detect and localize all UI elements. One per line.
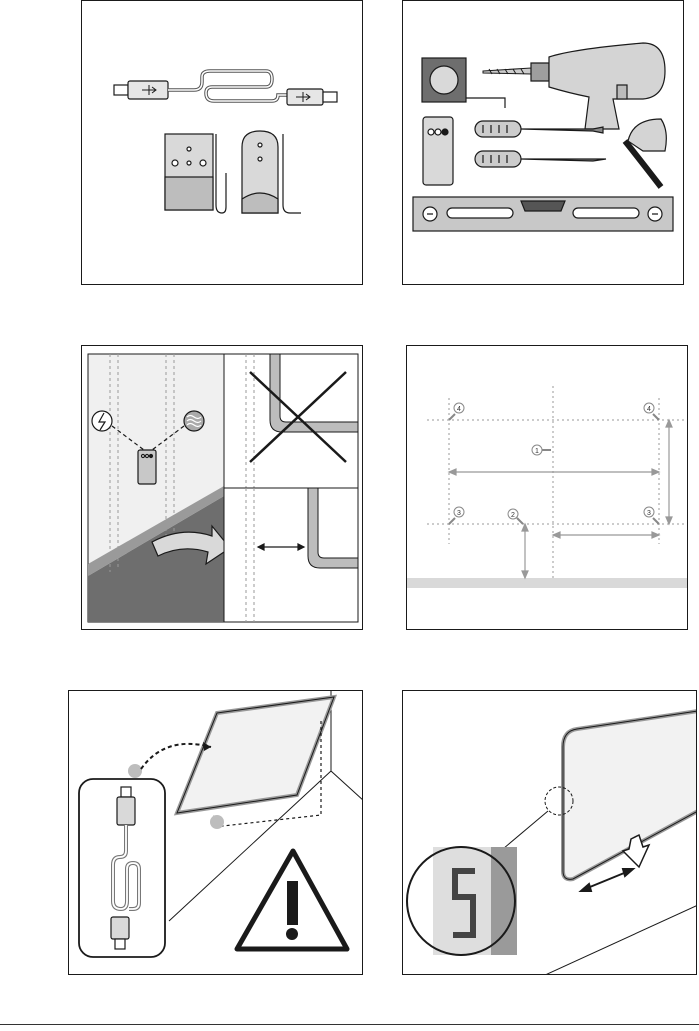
marker-label: 1	[535, 448, 539, 455]
marker-3-right: 3	[644, 507, 659, 524]
marker-label: 2	[511, 512, 515, 519]
marker-label: 3	[647, 510, 651, 517]
hang-heater-illustration	[403, 691, 697, 975]
warning-icon	[237, 851, 347, 949]
spirit-level-icon	[413, 197, 673, 231]
panel-connect-cable	[68, 690, 363, 975]
marker-4-left: 4	[449, 403, 464, 420]
flat-screwdriver-icon	[475, 121, 603, 137]
usb-cable-icon	[114, 71, 337, 105]
cable-brackets-illustration	[82, 1, 363, 285]
marker-2: 2	[508, 509, 523, 524]
wall-hook-icon	[242, 131, 301, 213]
phillips-screwdriver-icon	[475, 151, 606, 167]
panel-wall-check	[81, 345, 363, 630]
stud-finder-icon	[423, 117, 453, 185]
marker-4-right: 4	[644, 403, 659, 420]
marker-label: 4	[457, 406, 461, 413]
drilling-template-illustration: 4 4 1 3 2 3	[407, 346, 688, 630]
water-pipe-icon	[184, 411, 204, 431]
marker-3-left: 3	[449, 507, 464, 524]
tools-illustration	[403, 1, 684, 285]
marker-1: 1	[532, 445, 551, 455]
panel-tools	[402, 0, 684, 285]
heater-panel-icon	[177, 697, 334, 813]
marker-label: 3	[457, 510, 461, 517]
tape-measure-icon	[422, 58, 505, 108]
panel-drilling-template: 4 4 1 3 2 3	[406, 345, 688, 630]
wall-bracket-icon	[165, 134, 226, 213]
wall-check-illustration	[82, 346, 363, 630]
drill-bit-icon	[483, 68, 531, 74]
panel-cable-brackets	[81, 0, 363, 285]
drill-icon	[531, 43, 666, 187]
page-footer-rule	[0, 1024, 699, 1025]
power-socket-icon	[92, 411, 112, 431]
marker-label: 4	[647, 406, 651, 413]
detector-icon	[138, 450, 156, 484]
bracket-detail-zoom	[407, 847, 517, 955]
panel-hang-heater	[402, 690, 697, 975]
connect-cable-illustration	[69, 691, 363, 975]
